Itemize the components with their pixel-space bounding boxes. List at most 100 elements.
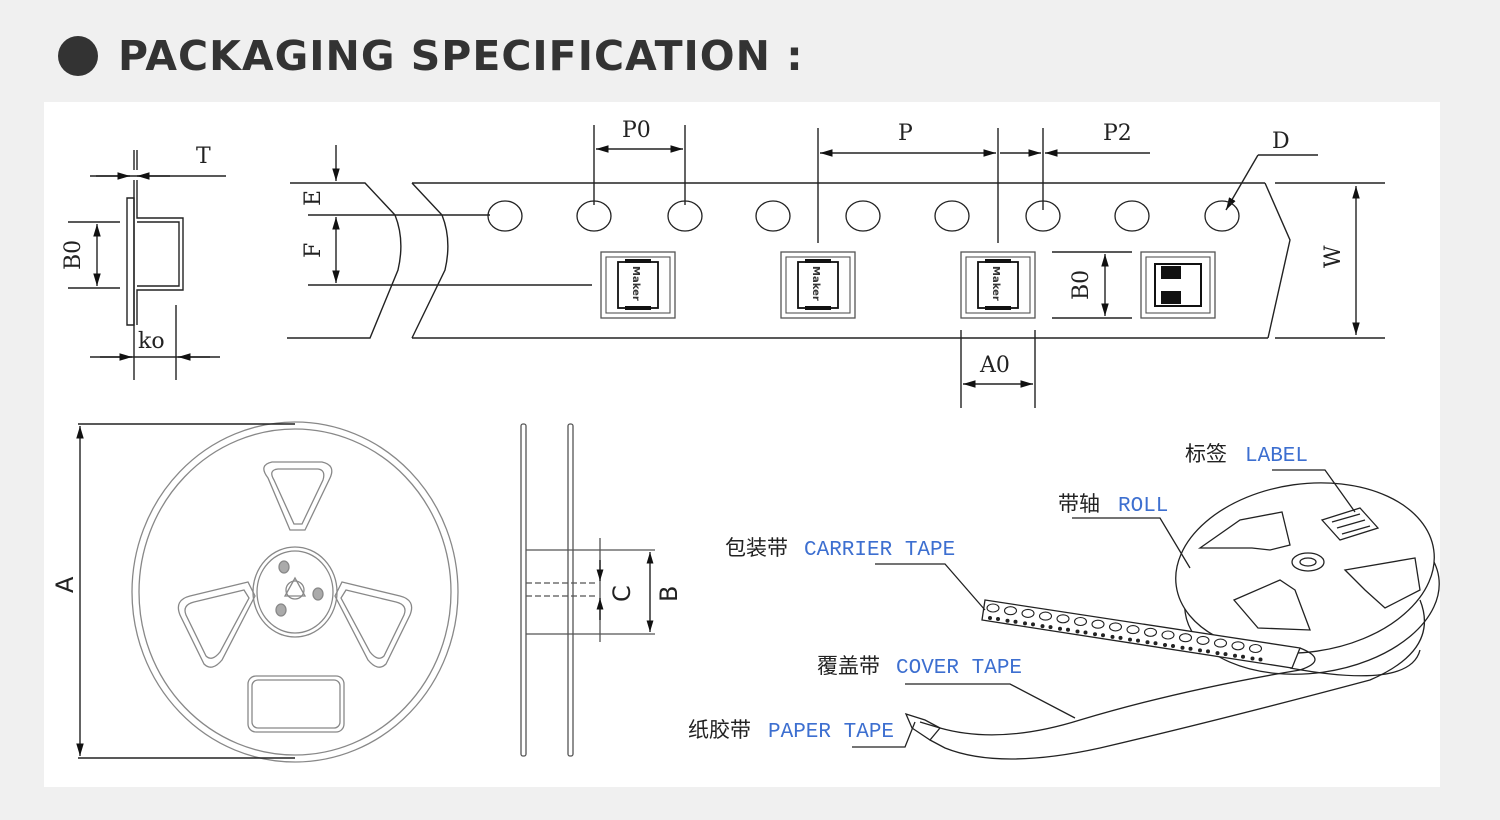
tape-pocket-mark — [1231, 641, 1245, 651]
tape-hole-mark — [1118, 635, 1123, 640]
tape-hole-mark — [1188, 646, 1193, 651]
tape-hole-mark — [1171, 644, 1175, 648]
tape-hole-mark — [1215, 651, 1220, 656]
sprocket-hole — [1204, 200, 1240, 232]
tape-hole-mark — [1075, 629, 1080, 634]
tape-hole-mark — [1180, 645, 1185, 650]
dim-label-k0: ko — [138, 329, 165, 354]
sprocket-hole — [845, 200, 881, 232]
callout-paper-tape-en: PAPER TAPE — [768, 721, 894, 744]
dim-label-p: P — [898, 121, 913, 146]
callout-roll-cn: 带轴 — [1058, 492, 1100, 516]
component-pocket: Maker — [780, 251, 856, 319]
component-marking: Maker — [810, 266, 821, 301]
callout-carrier-tape-en: CARRIER TAPE — [804, 539, 955, 562]
reel-front-view — [131, 421, 459, 763]
sprocket-hole — [1114, 200, 1150, 232]
callout-leaders — [852, 469, 1356, 748]
tape-hole-mark — [988, 616, 992, 620]
component-pockets: Maker Maker Maker — [600, 251, 1216, 319]
tape-hole-mark — [1250, 656, 1255, 661]
tape-hole-mark — [1110, 634, 1115, 639]
tape-hole-mark — [1031, 622, 1035, 627]
tape-hole-mark — [1023, 621, 1027, 626]
diagram-panel — [44, 102, 1440, 787]
tape-pocket-mark — [986, 603, 1000, 613]
tape-pocket-mark — [1178, 633, 1193, 643]
tape-hole-mark — [1258, 657, 1263, 662]
tape-hole-mark — [1136, 638, 1140, 643]
sprocket-hole — [576, 200, 612, 232]
component-pocket: Maker — [600, 251, 676, 319]
dim-label-a0: A0 — [979, 353, 1010, 378]
dim-label-p0: P0 — [622, 118, 651, 143]
dim-label-w: W — [1321, 245, 1346, 268]
tape-hole-mark — [1241, 654, 1245, 659]
callout-paper-tape: 纸胶带 PAPER TAPE — [688, 718, 894, 744]
tape-pocket-mark — [1213, 638, 1228, 648]
callout-label: 标签 LABEL — [1185, 442, 1308, 468]
section-header: PACKAGING SPECIFICATION : — [58, 30, 804, 82]
callout-roll-en: ROLL — [1118, 495, 1168, 518]
tape-pocket-mark — [1021, 608, 1035, 618]
tape-pocket-mark — [1248, 643, 1263, 654]
dim-label-b: B — [655, 586, 683, 602]
sprocket-hole — [1025, 200, 1061, 232]
tape-pocket-mark — [1126, 625, 1140, 635]
tape-hole-mark — [1206, 649, 1210, 654]
tape-hole-mark — [1198, 648, 1202, 653]
tape-hole-mark — [1223, 652, 1228, 657]
tape-hole-mark — [1163, 643, 1167, 647]
component-pocket: Maker — [960, 251, 1036, 319]
tape-cross-section — [68, 150, 226, 380]
tape-hole-mark — [1083, 630, 1088, 635]
tape-hole-mark — [1048, 625, 1053, 630]
dim-label-e: E — [301, 190, 326, 206]
dim-label-a: A — [51, 576, 79, 593]
callout-cover-tape-cn: 覆盖带 — [817, 654, 880, 678]
dim-label-c: C — [608, 585, 636, 602]
sprocket-hole — [487, 200, 523, 232]
sprocket-hole — [755, 200, 791, 232]
callout-cover-tape-en: COVER TAPE — [896, 657, 1022, 680]
tape-hole-mark — [1233, 653, 1237, 658]
tape-hole-mark — [1101, 633, 1105, 638]
callout-cover-tape: 覆盖带 COVER TAPE — [817, 654, 1022, 680]
tape-hole-mark — [1066, 627, 1070, 632]
tape-hole-mark — [1013, 619, 1018, 624]
callout-label-cn: 标签 — [1185, 442, 1227, 466]
dim-label-b0: B0 — [61, 240, 86, 270]
carrier-tape-pockets — [986, 603, 1263, 662]
sprocket-hole — [667, 200, 703, 232]
tape-hole-mark — [996, 617, 1000, 621]
reel-dimension-a — [76, 423, 295, 759]
callout-carrier-tape-cn: 包装带 — [725, 536, 788, 560]
tape-pocket-mark — [1038, 611, 1053, 621]
tape-hole-mark — [1005, 618, 1010, 623]
tape-pocket-mark — [1091, 619, 1105, 629]
tape-hole-mark — [1040, 624, 1045, 629]
tape-hole-mark — [1128, 637, 1132, 642]
dim-label-d: D — [1272, 129, 1290, 154]
reel-side-view — [520, 423, 655, 757]
component-top-view — [1154, 263, 1202, 307]
dim-label-f: F — [301, 243, 326, 258]
sprocket-hole — [934, 200, 970, 232]
tape-hole-mark — [1093, 632, 1097, 637]
sprocket-holes — [487, 200, 1240, 232]
tape-pocket-mark — [1073, 616, 1088, 627]
callout-paper-tape-cn: 纸胶带 — [688, 718, 751, 742]
tape-pocket-mark — [1196, 635, 1210, 645]
component-pocket — [1140, 251, 1216, 319]
tape-pocket-mark — [1056, 614, 1070, 624]
dim-label-t: T — [196, 144, 211, 169]
reel-assembly-illustration — [904, 482, 1440, 760]
dim-label-p2: P2 — [1103, 121, 1132, 146]
carrier-tape-top-view — [287, 125, 1385, 408]
tape-pocket-mark — [1161, 630, 1175, 640]
tape-hole-mark — [1153, 641, 1158, 646]
tape-hole-mark — [1145, 640, 1150, 645]
component-marking: Maker — [990, 266, 1001, 301]
callout-carrier-tape: 包装带 CARRIER TAPE — [725, 536, 955, 562]
